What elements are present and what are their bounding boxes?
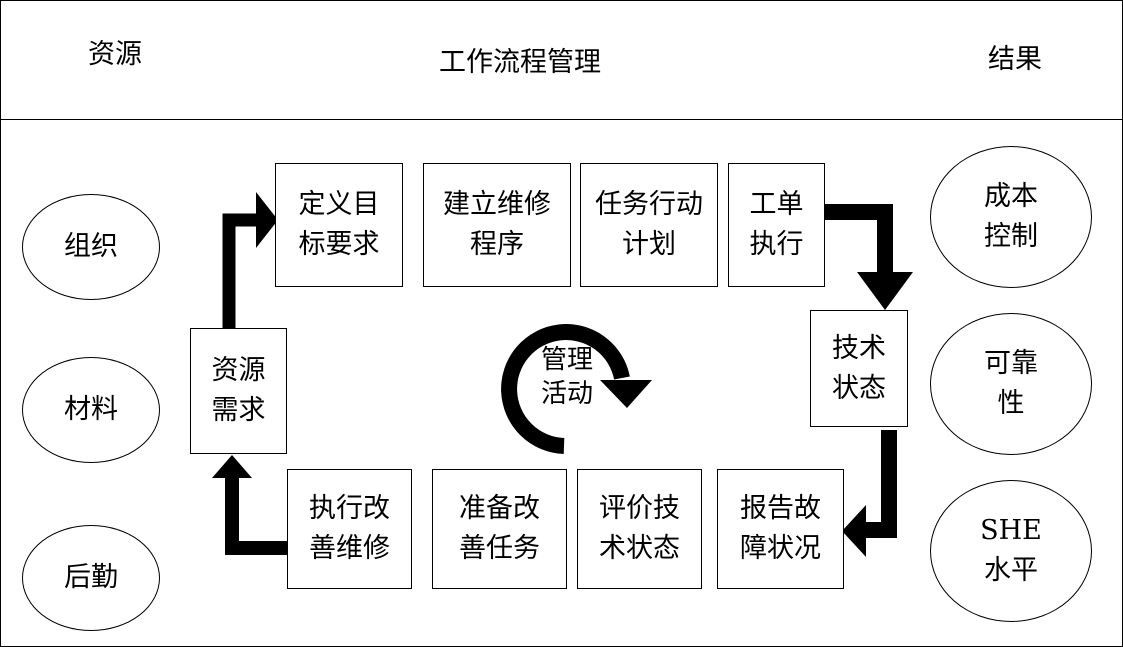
step-execute-improvement: 执行改善维修 — [287, 469, 412, 589]
result-reliability: 可靠性 — [930, 313, 1092, 455]
step-prepare-tasks: 准备改善任务 — [432, 469, 567, 589]
result-cost-control: 成本控制 — [930, 146, 1092, 288]
arrow-execute-to-demand — [225, 475, 287, 555]
step-build-procedure: 建立维修程序 — [423, 163, 571, 287]
arrow-tech-to-report — [862, 430, 897, 538]
step-work-order: 工单执行 — [728, 163, 825, 287]
step-report-fault: 报告故障状况 — [717, 469, 844, 589]
arrowhead-demand — [212, 455, 252, 478]
header-resources: 资源 — [88, 39, 142, 70]
header-workflow: 工作流程管理 — [439, 47, 601, 78]
arrow-demand-to-goals — [222, 213, 262, 328]
arrowhead-tech — [857, 272, 913, 310]
step-tech-status: 技术状态 — [810, 310, 908, 427]
header-divider — [0, 119, 1123, 120]
step-evaluate-status: 评价技术状态 — [577, 469, 702, 589]
arrowhead-report — [842, 505, 866, 557]
management-cycle-label: 管理 活动 — [540, 345, 593, 409]
cycle-arrowhead — [600, 380, 652, 408]
step-resource-demand: 资源需求 — [190, 328, 287, 454]
step-task-plan: 任务行动计划 — [580, 163, 718, 287]
resource-organization: 组织 — [22, 194, 160, 300]
cycle-arrow — [501, 324, 630, 454]
resource-logistics: 后勤 — [22, 525, 160, 631]
step-define-goals: 定义目标要求 — [275, 163, 403, 287]
header-results: 结果 — [988, 44, 1042, 75]
resource-materials: 材料 — [22, 357, 160, 463]
arrowhead-goals — [256, 192, 278, 248]
arrow-workorder-to-tech — [825, 204, 893, 275]
